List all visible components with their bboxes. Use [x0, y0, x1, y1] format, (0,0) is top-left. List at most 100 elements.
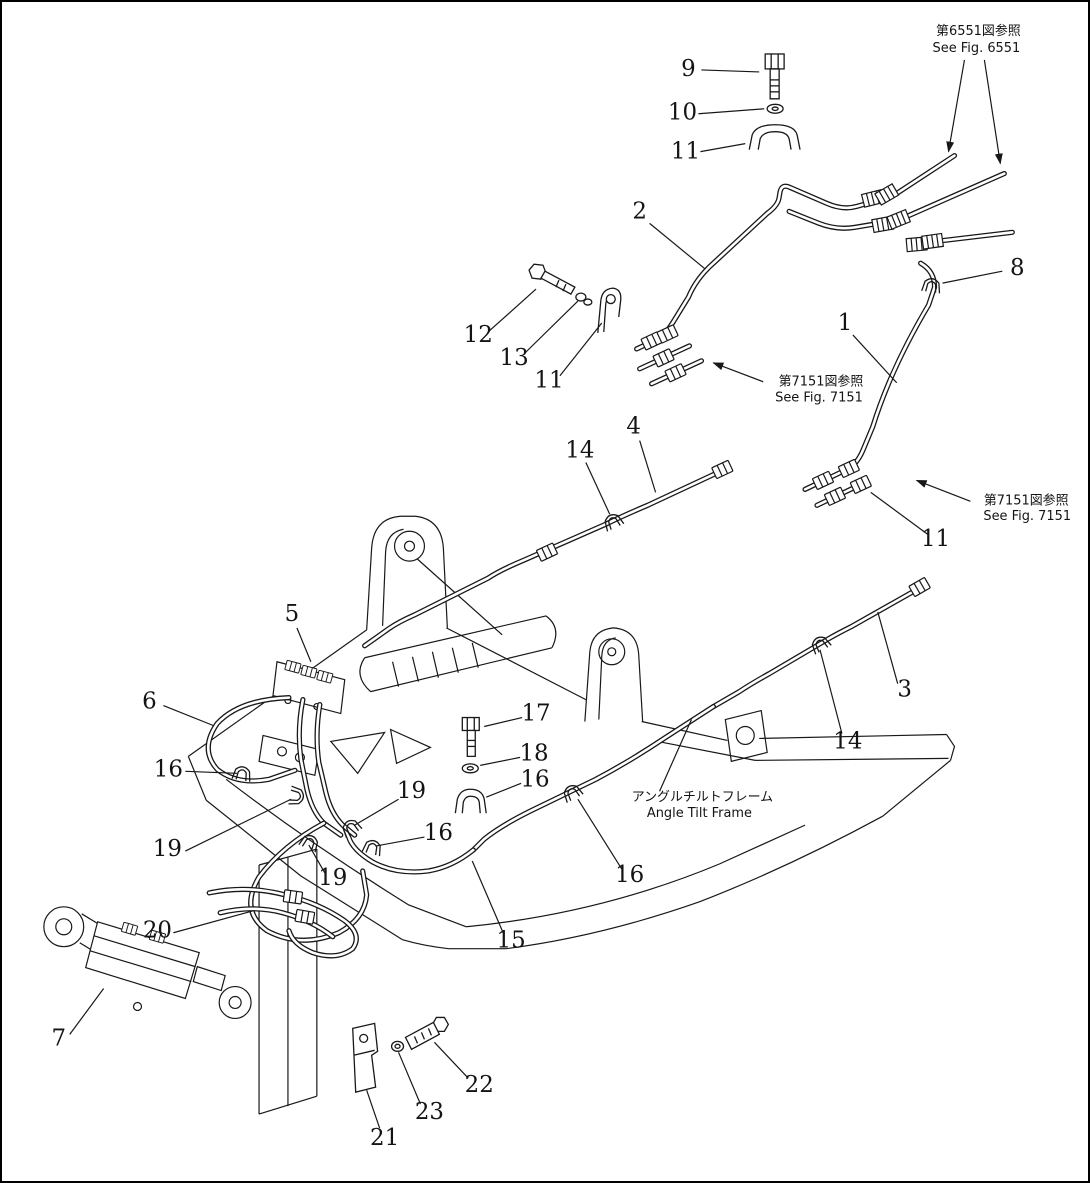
- frame-bottom-edge: [402, 815, 884, 950]
- callout-16-a: 16: [154, 756, 183, 782]
- union-nut: [811, 470, 835, 491]
- callout-2: 2: [632, 198, 647, 224]
- callout-1: 1: [838, 310, 853, 336]
- tube-4-nut: [711, 459, 734, 480]
- fig7151-left-note-en: See Fig. 7151: [775, 391, 863, 406]
- callout-23: 23: [415, 1099, 444, 1125]
- lift-tower-left: [366, 515, 503, 636]
- frame-right-bracket: [724, 709, 768, 763]
- washer-18: [461, 763, 479, 774]
- callout-11-top: 11: [671, 139, 700, 165]
- tube-15: [345, 827, 474, 872]
- lift-tower-right: [584, 627, 644, 722]
- callout-14-lower: 14: [833, 728, 862, 754]
- callout-4: 4: [626, 414, 641, 440]
- callout-5: 5: [285, 601, 300, 627]
- callout-22: 22: [465, 1072, 494, 1098]
- callout-18: 18: [519, 740, 548, 766]
- washer-23: [390, 1040, 405, 1052]
- union-nut: [823, 486, 847, 507]
- callout-8: 8: [1010, 255, 1025, 281]
- callout-16-c: 16: [424, 820, 453, 846]
- frame-right-arm-bottom: [755, 757, 949, 761]
- frame-gusset-1: [329, 731, 386, 775]
- frame-inner-edge-right: [466, 824, 806, 928]
- callout-19-a: 19: [153, 836, 182, 862]
- frame-right-lower-edge: [882, 759, 951, 817]
- clamp-11-mid: [597, 287, 622, 334]
- tube-6: [208, 698, 295, 781]
- cylinder-clevis-eye: [43, 906, 85, 948]
- frame-boss-rail: [359, 615, 557, 693]
- bolt-9: [764, 53, 785, 100]
- angle-tilt-frame-body: [187, 515, 956, 1115]
- fig6551-arrow-left: [946, 59, 966, 153]
- callout-15: 15: [497, 928, 526, 954]
- fig7151-left-note-jp: 第7151図参照: [779, 374, 864, 390]
- tube-16-long: [473, 707, 713, 850]
- frame-hole-plate: [258, 734, 320, 777]
- tube-1: [847, 263, 935, 469]
- washer-13: [575, 292, 593, 306]
- callout-11-mid: 11: [534, 368, 563, 394]
- fasteners: [352, 53, 801, 1093]
- hydraulic-tubes: [208, 156, 1012, 956]
- bolt-17: [461, 716, 480, 758]
- hose-fitting: [886, 209, 911, 230]
- frame-label-leader: [659, 719, 693, 792]
- fig6551-note-en: See Fig. 6551: [933, 41, 1021, 56]
- fig7151-right-note-en: See Fig. 7151: [983, 509, 1071, 524]
- callout-9: 9: [681, 56, 696, 82]
- callout-16-d: 16: [615, 862, 644, 888]
- bolt-12: [528, 263, 576, 295]
- callout-11-right: 11: [921, 526, 950, 552]
- tube-valve-b: [317, 705, 355, 836]
- callout-10: 10: [668, 100, 697, 126]
- callout-16-b: 16: [520, 766, 549, 792]
- hose-union: [282, 889, 304, 905]
- fig6551-arrow-right: [983, 59, 1003, 165]
- callout-19-b: 19: [397, 778, 426, 804]
- frame-right-arm-inner: [657, 740, 756, 761]
- frame-left-end: [187, 756, 207, 801]
- hose-union: [294, 908, 316, 925]
- frame-mid-top-edge: [446, 627, 587, 701]
- union-nut: [652, 348, 675, 368]
- frame-mid-right-edge: [641, 720, 728, 742]
- tube-clamps: [231, 276, 943, 857]
- hose-to-fig6551-upper: [897, 156, 955, 194]
- callout-7: 7: [52, 1025, 67, 1051]
- leader-lines: [69, 59, 1003, 1129]
- callout-21: 21: [370, 1125, 399, 1151]
- callout-6: 6: [142, 689, 157, 715]
- callout-19-c: 19: [318, 865, 347, 891]
- fig7151-right-arrow: [915, 479, 971, 502]
- frame-right-tip: [946, 734, 956, 761]
- fig7151-left-arrow: [712, 362, 764, 383]
- callout-3: 3: [897, 677, 912, 703]
- tube-4-union: [535, 542, 559, 562]
- fig7151-right-note-jp: 第7151図参照: [984, 492, 1069, 508]
- fig6551-note-jp: 第6551図参照: [936, 23, 1021, 39]
- clamp-16-c: [361, 837, 384, 857]
- frame-inner-edge-left: [225, 778, 467, 928]
- clamp-16-mid: [454, 788, 487, 814]
- elbow-fitting: [837, 458, 861, 479]
- cylinder-rod: [192, 965, 226, 992]
- hose-right: [937, 232, 1013, 241]
- hose-fitting: [921, 232, 944, 250]
- frame-label-jp: アングルチルトフレーム: [632, 790, 773, 805]
- union-nut: [664, 363, 687, 383]
- union-nut: [656, 324, 679, 344]
- annotations: 第6551図参照 See Fig. 6551 第7151図参照 See Fig.…: [632, 23, 1071, 821]
- callout-20: 20: [143, 918, 172, 944]
- elbow-fitting: [849, 474, 873, 495]
- callout-17: 17: [521, 701, 550, 727]
- frame-gusset-2: [389, 728, 432, 765]
- cylinder-body: [84, 921, 201, 1000]
- clamp-11-top: [748, 124, 801, 150]
- frame-label-en: Angle Tilt Frame: [647, 806, 752, 821]
- washer-10: [766, 103, 784, 114]
- clamp-19-a: [287, 785, 306, 807]
